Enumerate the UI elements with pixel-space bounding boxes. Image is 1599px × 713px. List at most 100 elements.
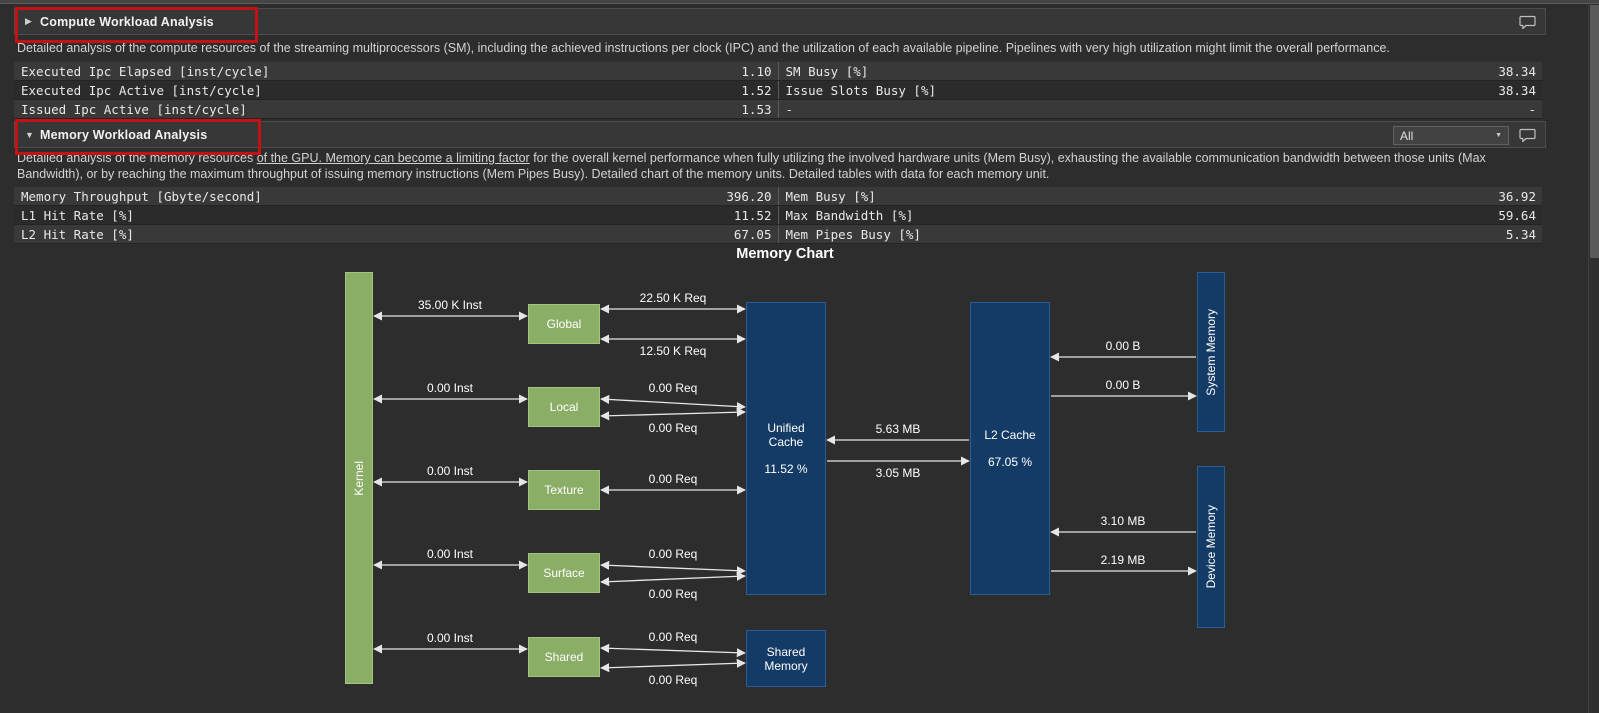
node-label: Global <box>546 317 582 331</box>
metric-label: Issue Slots Busy [%] <box>785 83 937 98</box>
metric-value: - <box>1528 102 1536 117</box>
metric-value: 1.53 <box>741 102 772 117</box>
table-divider <box>777 225 779 243</box>
l2-cache-node: L2 Cache 67.05 % <box>970 302 1050 595</box>
dropdown-value: All <box>1400 128 1414 143</box>
metric-row: Issued Ipc Active [inst/cycle] 1.53 - - <box>14 100 1542 119</box>
vertical-scrollbar[interactable] <box>1588 4 1599 713</box>
top-splitter <box>0 0 1599 4</box>
metric-label: Executed Ipc Active [inst/cycle] <box>21 83 262 98</box>
node-value: 67.05 % <box>987 455 1033 469</box>
comment-icon[interactable] <box>1519 128 1536 143</box>
link-label: 0.00 Req <box>649 421 698 435</box>
metric-value: 396.20 <box>726 189 772 204</box>
node-label: Local <box>549 400 579 414</box>
link-label: 0.00 Req <box>649 381 698 395</box>
metric-value: 5.34 <box>1505 227 1536 242</box>
collapse-arrow-icon[interactable]: ▶ <box>25 16 32 26</box>
metric-value: 59.64 <box>1498 208 1536 223</box>
link-label: 0.00 B <box>1106 378 1141 392</box>
global-node: Global <box>528 304 600 344</box>
link-label: 0.00 Inst <box>427 381 474 395</box>
link-label: 0.00 B <box>1106 339 1141 353</box>
link-label: 2.19 MB <box>1101 553 1146 567</box>
memory-limiter-link[interactable]: of the GPU. Memory can become a limiting… <box>256 151 530 165</box>
node-label: Kernel <box>352 460 366 496</box>
node-label: Shared <box>544 650 584 664</box>
node-label: System Memory <box>1204 308 1218 396</box>
metric-row: Executed Ipc Active [inst/cycle] 1.52 Iss… <box>14 81 1542 100</box>
metric-label: Mem Busy [%] <box>785 189 876 204</box>
link-label: 3.10 MB <box>1101 514 1146 528</box>
metric-label: Executed Ipc Elapsed [inst/cycle] <box>21 64 270 79</box>
link-label: 3.05 MB <box>876 466 921 480</box>
link-label: 0.00 Inst <box>427 631 474 645</box>
metric-row: L2 Hit Rate [%] 67.05 Mem Pipes Busy [%] 5… <box>14 225 1542 244</box>
link-label: 35.00 K Inst <box>418 298 483 312</box>
metric-label: L2 Hit Rate [%] <box>21 227 134 242</box>
metric-value: 38.34 <box>1498 83 1536 98</box>
memory-chart-title: Memory Chart <box>736 246 834 262</box>
kernel-node: Kernel <box>345 272 373 684</box>
shared-memory-node: Shared Memory <box>746 630 826 687</box>
scrollbar-thumb[interactable] <box>1590 5 1599 258</box>
node-label: Shared Memory <box>764 644 808 673</box>
link-label: 0.00 Req <box>649 673 698 687</box>
description-text: for the overall kernel performance when … <box>17 151 1486 181</box>
metric-label: L1 Hit Rate [%] <box>21 208 134 223</box>
surface-node: Surface <box>528 553 600 593</box>
memory-section-title: Memory Workload Analysis <box>40 127 208 142</box>
node-label: L2 Cache <box>984 428 1036 442</box>
compute-metrics-table: Executed Ipc Elapsed [inst/cycle] 1.10 SM… <box>14 62 1542 119</box>
page-filter-dropdown[interactable]: All ▼ <box>1393 126 1509 145</box>
metric-value: 38.34 <box>1498 64 1536 79</box>
table-divider <box>777 187 779 205</box>
node-label: Surface <box>543 566 585 580</box>
node-label: Texture <box>544 483 584 497</box>
table-divider <box>777 100 779 118</box>
metric-label: Max Bandwidth [%] <box>785 208 914 223</box>
metric-row: L1 Hit Rate [%] 11.52 Max Bandwidth [%] 59… <box>14 206 1542 225</box>
metric-value: 11.52 <box>733 208 772 223</box>
link-label: 12.50 K Req <box>640 344 707 358</box>
compute-section-description: Detailed analysis of the compute resourc… <box>17 41 1390 55</box>
metric-label: Issued Ipc Active [inst/cycle] <box>21 102 247 117</box>
unified-cache-node: Unified Cache 11.52 % <box>746 302 826 595</box>
metric-value: 1.52 <box>741 83 772 98</box>
link-label: 0.00 Req <box>649 630 698 644</box>
metric-value: 1.10 <box>741 64 772 79</box>
texture-node: Texture <box>528 470 600 510</box>
link-label: 0.00 Req <box>649 547 698 561</box>
shared-node: Shared <box>528 637 600 677</box>
link-label: 0.00 Req <box>649 587 698 601</box>
metric-label: Mem Pipes Busy [%] <box>785 227 921 242</box>
memory-metrics-table: Memory Throughput [Gbyte/second]396.20 M… <box>14 187 1542 244</box>
node-label: Device Memory <box>1204 505 1218 589</box>
system-memory-node: System Memory <box>1197 272 1225 432</box>
table-divider <box>777 206 779 224</box>
device-memory-node: Device Memory <box>1197 466 1225 628</box>
metric-label: - <box>785 102 794 117</box>
memory-section-header[interactable]: ▼ Memory Workload Analysis All ▼ <box>14 121 1546 148</box>
metric-row: Executed Ipc Elapsed [inst/cycle] 1.10 SM… <box>14 62 1542 81</box>
metric-label: SM Busy [%] <box>785 64 869 79</box>
metric-value: 67.05 <box>733 227 772 242</box>
comment-icon[interactable] <box>1519 15 1536 30</box>
table-divider <box>777 62 779 80</box>
chevron-down-icon: ▼ <box>1495 132 1502 139</box>
link-label: 5.63 MB <box>876 422 921 436</box>
local-node: Local <box>528 387 600 427</box>
compute-section-title: Compute Workload Analysis <box>40 14 214 29</box>
expand-arrow-icon[interactable]: ▼ <box>25 129 34 140</box>
link-label: 0.00 Inst <box>427 547 474 561</box>
metric-value: 36.92 <box>1498 189 1536 204</box>
node-label: Unified Cache <box>767 421 805 449</box>
table-divider <box>777 81 779 99</box>
link-label: 0.00 Inst <box>427 464 474 478</box>
node-value: 11.52 % <box>764 462 808 476</box>
compute-section-header[interactable]: ▶ Compute Workload Analysis <box>14 8 1546 35</box>
link-label: 0.00 Req <box>649 472 698 486</box>
metric-row: Memory Throughput [Gbyte/second]396.20 M… <box>14 187 1542 206</box>
